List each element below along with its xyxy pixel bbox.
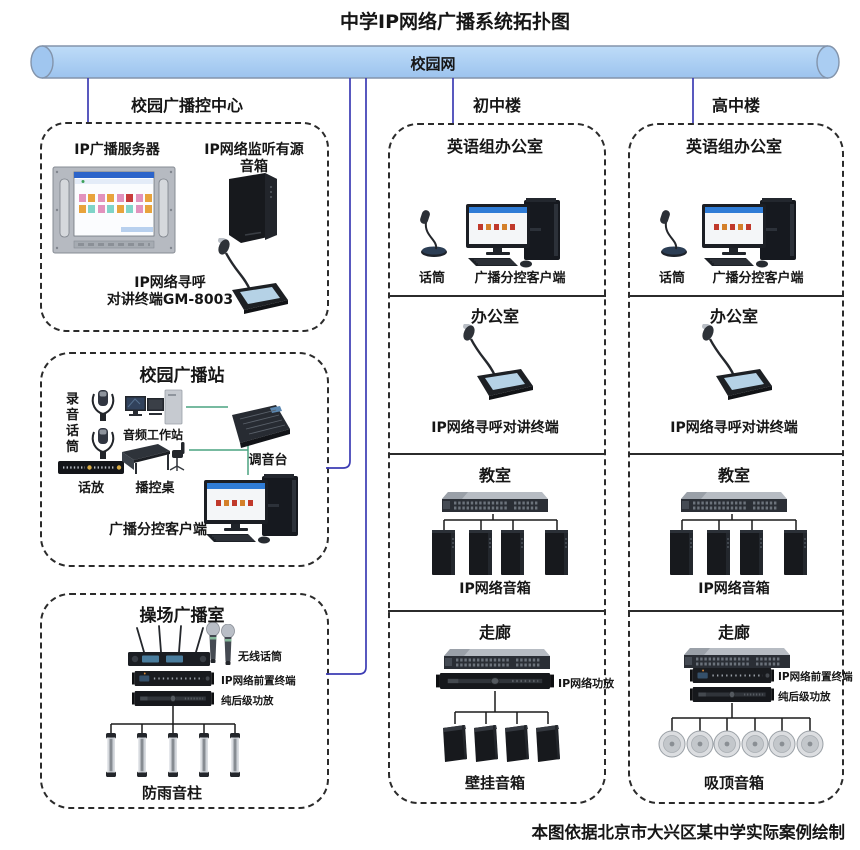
wireless-mic-label: 无线话筒	[238, 650, 282, 663]
senior-classroom-title: 教室	[717, 466, 751, 485]
junior-office-group-title: 英语组办公室	[446, 137, 544, 156]
playground-room-title: 操场广播室	[139, 606, 225, 626]
junior-wall-speaker-label: 壁挂音箱	[464, 774, 526, 792]
junior-building-box	[388, 123, 606, 804]
senior-mic-label: 话筒	[658, 271, 686, 286]
junior-client-label: 广播分控客户端	[474, 271, 566, 286]
branch-label-senior-building: 高中楼	[711, 96, 761, 115]
mixer-label: 调音台	[248, 453, 288, 468]
campus-network-label: 校园网	[410, 55, 456, 73]
senior-power-amp-label: 纯后级功放	[778, 691, 831, 703]
footer-note: 本图依据北京市大兴区某中学实际案例绘制	[531, 823, 846, 842]
server-label: IP广播服务器	[74, 142, 160, 158]
junior-ip-speaker-label: IP网络音箱	[459, 581, 531, 597]
section-divider	[628, 453, 844, 455]
section-divider	[388, 453, 606, 455]
page-title: 中学IP网络广播系统拓扑图	[340, 11, 570, 33]
column-speaker-label: 防雨音柱	[141, 784, 203, 802]
senior-front-terminal-label: IP网络前置终端	[778, 671, 853, 683]
senior-corridor-title: 走廊	[717, 623, 751, 642]
senior-building-box	[628, 123, 844, 804]
junior-ip-amp-label: IP网络功放	[558, 677, 615, 690]
branch-label-control-center: 校园广播控中心	[130, 96, 244, 115]
workstation-label: 音频工作站	[122, 428, 184, 442]
senior-terminal-label: IP网络寻呼对讲终端	[670, 420, 798, 436]
monitor-speaker-label-line1: IP网络监听有源	[204, 142, 304, 158]
junior-terminal-label: IP网络寻呼对讲终端	[431, 420, 559, 436]
senior-office-title: 办公室	[709, 307, 759, 326]
junior-corridor-title: 走廊	[478, 623, 512, 642]
senior-ip-speaker-label: IP网络音箱	[698, 581, 770, 597]
front-terminal-label: IP网络前置终端	[221, 675, 296, 687]
section-divider	[388, 295, 606, 297]
junior-mic-label: 话筒	[418, 271, 446, 286]
paging-terminal-label-line2: 对讲终端GM-8003	[106, 292, 234, 308]
recording-mic-label: 录音话筒	[65, 392, 79, 455]
broadcast-station-title: 校园广播站	[139, 366, 225, 386]
senior-client-label: 广播分控客户端	[712, 271, 804, 286]
section-divider	[628, 610, 844, 612]
monitor-speaker-label-line2: 音箱	[240, 159, 268, 175]
power-amp-label: 纯后级功放	[221, 695, 274, 707]
control-desk-label: 播控桌	[135, 481, 175, 496]
senior-office-group-title: 英语组办公室	[685, 137, 783, 156]
playground-room-box	[40, 593, 329, 809]
section-divider	[628, 295, 844, 297]
branch-label-junior-building: 初中楼	[472, 96, 522, 115]
senior-ceiling-speaker-label: 吸顶音箱	[703, 774, 765, 792]
junior-classroom-title: 教室	[478, 466, 512, 485]
section-divider	[388, 610, 606, 612]
paging-terminal-label-line1: IP网络寻呼	[134, 275, 206, 291]
junior-office-title: 办公室	[470, 307, 520, 326]
client-pc-label: 广播分控客户端	[109, 522, 207, 538]
preamp-label: 话放	[77, 481, 105, 496]
